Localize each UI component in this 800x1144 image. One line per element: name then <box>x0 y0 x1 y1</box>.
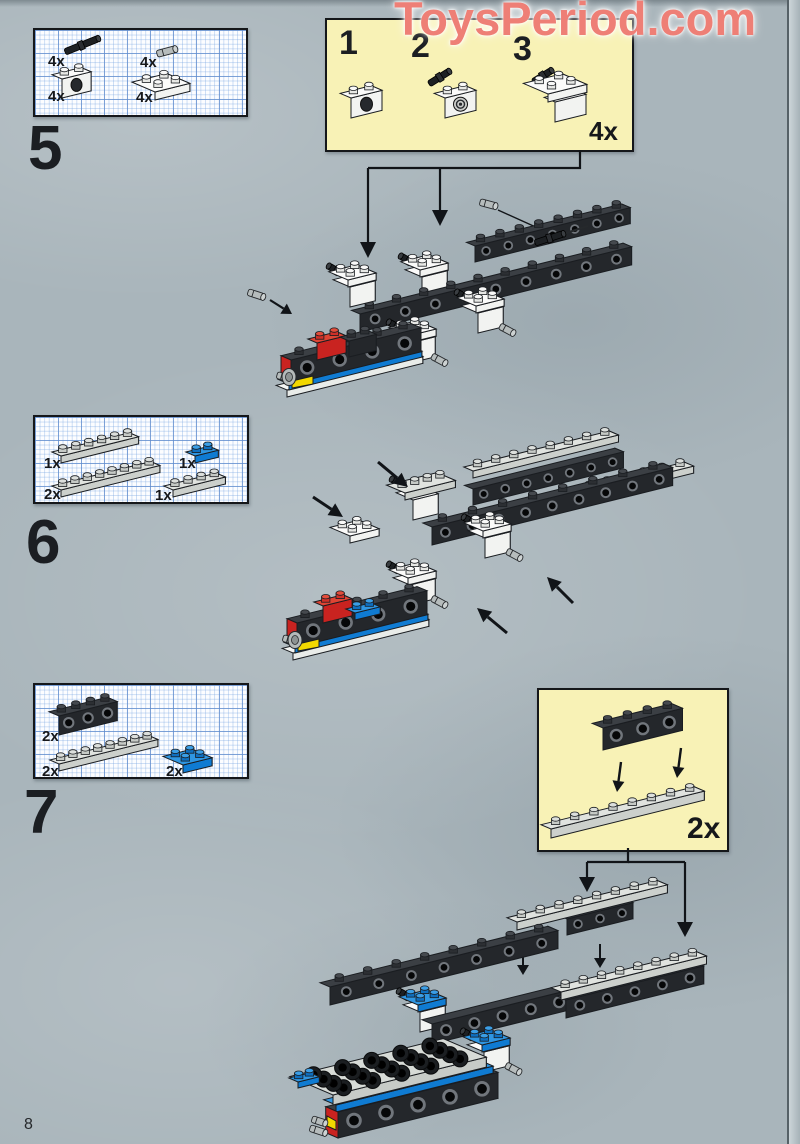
part-count: 2x <box>166 763 183 780</box>
substep-number: 2 <box>411 27 430 65</box>
gray-peg-icon <box>498 323 517 337</box>
assembly-arrow-icon <box>269 299 292 314</box>
assembly-arrow-icon <box>432 168 448 226</box>
assembly-arrow-icon <box>360 168 376 258</box>
gray-peg-icon <box>505 548 524 562</box>
black-pin-icon <box>534 230 567 246</box>
step5-callout-box: 1 2 3 4x <box>325 18 634 152</box>
step7-callout-box: 2x <box>537 688 729 852</box>
step7-number: 7 <box>24 778 59 847</box>
gray-peg-icon <box>430 353 449 367</box>
gray-peg-icon <box>309 1124 329 1137</box>
assembly-arrow-icon <box>579 862 595 892</box>
gray-peg-icon <box>479 198 499 211</box>
page-edge-line <box>787 0 789 1144</box>
step7-parts-box: 2x 2x 2x <box>33 683 249 780</box>
assembly-arrow-icon <box>612 761 625 792</box>
page-number: 8 <box>24 1116 33 1133</box>
part-count: 1x <box>155 487 172 504</box>
part-count: 4x <box>48 88 65 105</box>
step5-assembly-illustration <box>247 150 634 398</box>
step5-parts-box: 4x 4x 4x 4x <box>33 28 248 117</box>
gray-peg-icon <box>504 1062 523 1076</box>
part-count: 2x <box>44 486 61 503</box>
substep-number: 1 <box>339 24 358 62</box>
assembly-arrow-icon <box>594 944 606 968</box>
step7-callout-icons <box>539 700 706 839</box>
gray-peg-icon <box>156 45 179 58</box>
substep-number: 3 <box>513 30 532 68</box>
part-count: 2x <box>42 763 59 780</box>
step5-callout-icons <box>338 66 589 123</box>
part-count: 1x <box>179 455 196 472</box>
assembly-arrow-icon <box>377 460 408 487</box>
part-count: 4x <box>48 53 65 70</box>
step5-number: 5 <box>28 114 63 183</box>
step6-assembly-illustration <box>280 427 696 661</box>
part-count: 2x <box>42 728 59 745</box>
gray-peg-icon <box>430 595 449 609</box>
gray-peg-icon <box>247 288 267 301</box>
page-right-edge <box>789 0 800 1144</box>
watermark: ToysPeriod.com <box>394 0 757 45</box>
part-count: 1x <box>44 455 61 472</box>
part-count: 4x <box>136 89 153 106</box>
step6-parts-icons <box>50 428 227 498</box>
assembly-arrow-icon <box>477 608 508 635</box>
assembly-arrow-icon <box>672 747 685 778</box>
assembly-arrow-icon <box>547 577 575 605</box>
part-count: 4x <box>140 54 157 71</box>
gray-peg-icon <box>311 1115 329 1128</box>
black-pin-icon <box>427 67 453 87</box>
step6-parts-box: 1x 1x 2x 1x <box>33 415 249 504</box>
black-pin-icon <box>64 34 102 55</box>
callout-count: 2x <box>687 812 721 845</box>
page-top-shadow <box>0 0 800 7</box>
assembly-arrow-icon <box>677 862 693 937</box>
step7-assembly-illustration <box>287 848 709 1139</box>
assembly-arrow-icon <box>312 495 343 517</box>
step7-parts-icons <box>47 693 214 774</box>
step5-parts-icons <box>50 34 192 101</box>
step6-number: 6 <box>26 508 61 577</box>
callout-count: 4x <box>589 116 618 146</box>
